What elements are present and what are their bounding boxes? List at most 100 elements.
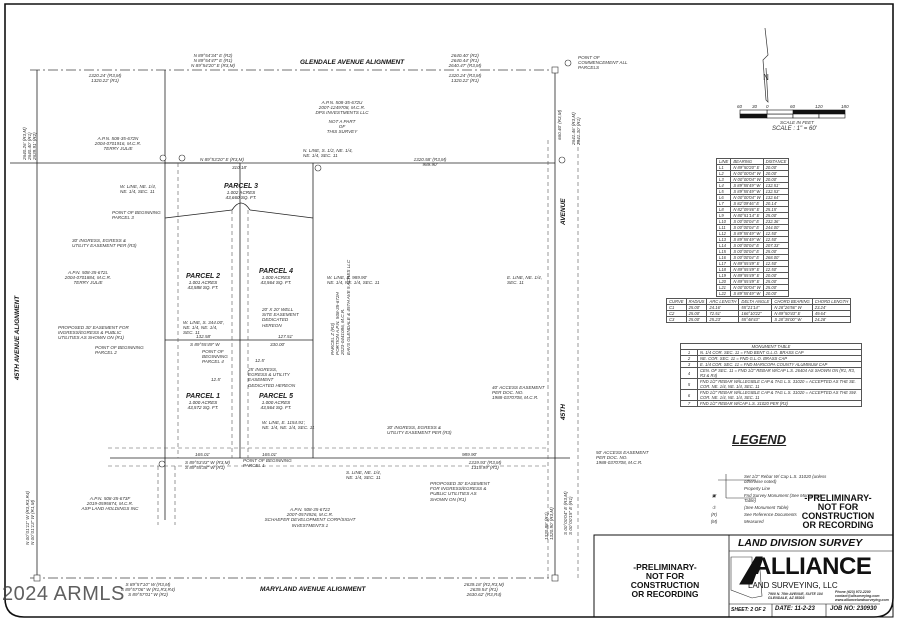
table-cell: S 89°55'49" W bbox=[730, 236, 764, 243]
table-cell: S 00°00'04" E bbox=[730, 224, 764, 231]
legend-symbol: ▣ bbox=[711, 493, 717, 498]
table-cell: S 89°55'49" W bbox=[730, 230, 764, 237]
dim-12-5: 12.5' bbox=[255, 358, 265, 363]
monument-number: 6 bbox=[680, 389, 698, 401]
legend-text: Fnd Survey Monument (See Monument Table) bbox=[744, 493, 821, 503]
table-cell: N 00°00'04" W bbox=[730, 284, 764, 291]
monument-number: 7 bbox=[680, 400, 698, 407]
sec-line-bearing: N 89°53'20" E (R3,M) bbox=[200, 157, 244, 162]
legend-item: (M)Measured bbox=[700, 519, 840, 524]
north-half-distances: 1320.24' (R3,M)1320.22' (R1) bbox=[448, 73, 482, 84]
table-cell: N 89°55'49" E bbox=[730, 272, 764, 279]
job-number: JOB NO: 230930 bbox=[830, 606, 877, 612]
east-upper-dist: 660.40' (R3,M) bbox=[557, 109, 562, 140]
w-line-e2: W. LINE, E. 989.90'NE. 1/4, NE. 1/4, SEC… bbox=[327, 275, 380, 286]
table-header-cell: CURVE bbox=[666, 298, 687, 305]
north-distances: 2640.40' (R2)2640.44' (R1)2640.47' (R3,M… bbox=[448, 53, 482, 69]
legend-text: See Reference Documents bbox=[744, 512, 797, 517]
dim-12-5b: 12.5' bbox=[211, 377, 221, 382]
monument-description: FND 1/2" REBAR W/CAP L.S. 31020 PER (R3) bbox=[697, 400, 862, 407]
table-cell: L22 bbox=[715, 290, 732, 297]
east-lower-dist: 1320.88' (R1)1320.90' (R3,M) bbox=[544, 507, 555, 540]
monument-description: FND 1/2" REBAR W/ILLEGIBLE CAP & TAG L.S… bbox=[697, 378, 862, 390]
table-cell: N 89°50'20" E bbox=[730, 164, 764, 171]
table-cell: N 00°00'04" W bbox=[730, 176, 764, 183]
south-east-dists: 1319.93' (R3,M)1319.99' (R1) bbox=[468, 460, 502, 471]
maryland-label: MARYLAND AVENUE ALIGNMENT bbox=[260, 586, 366, 593]
legend-item: ▣ Fnd Survey Monument (See Monument Table… bbox=[700, 493, 840, 503]
bearing-s-parcel2: S 89°55'49" W bbox=[190, 342, 220, 347]
east-45th-label: 45TH bbox=[560, 404, 567, 420]
easement-30-r3: 30' INGRESS, EGRESS &UTILITY EASEMENT PE… bbox=[387, 425, 452, 436]
sec-line-dist: 310.18' bbox=[232, 165, 247, 170]
legend-symbol bbox=[700, 486, 728, 491]
legend-text: Set 1/2" Rebar W/ Cap L.S. 31020 (unless… bbox=[744, 474, 827, 484]
table-cell: S 00°00'04" E bbox=[730, 248, 764, 255]
table-cell: S 28°35'00" W bbox=[771, 316, 813, 323]
legend-text: Property Line bbox=[744, 486, 771, 491]
east-lower-bearing: S 00°00'04" E (R3,M)S 00°00'15" E (R1) bbox=[563, 491, 574, 535]
title-block-frame bbox=[593, 534, 894, 618]
table-header-cell: RADIUS bbox=[685, 298, 708, 305]
legend-item: Property Line bbox=[700, 486, 840, 491]
west-line-dist: 2640.26' (R3,M)2640.40' (R1)2639.91' (R2… bbox=[22, 127, 38, 160]
s-line-note: S. LINE, NE. 1/4,NE. 1/4, SEC. 11 bbox=[346, 470, 381, 481]
table-cell: N 80°51'14" E bbox=[730, 212, 764, 219]
survey-title: LAND DIVISION SURVEY bbox=[738, 537, 863, 549]
table-cell: 24.28' bbox=[811, 316, 852, 323]
table-header-cell: CHORD BEARING bbox=[771, 298, 813, 305]
table-cell: S 00°00'04" E bbox=[730, 242, 764, 249]
dist-s-parcel4: 330.00' bbox=[270, 342, 285, 347]
legend-symbol: ① bbox=[712, 505, 716, 510]
table-cell: N 89°55'49" E bbox=[730, 278, 764, 285]
45th-avenue-alignment-label: 45TH AVENUE ALIGNMENT bbox=[14, 295, 21, 380]
maryland-dists: 2639.18' (R2,R3,M)2639.54' (R1)2630.62' … bbox=[464, 582, 504, 598]
table-cell: 25.00' bbox=[685, 316, 708, 323]
east-line-dist: 2641.46' (R3,M)2641.30' (R1) bbox=[571, 112, 582, 145]
easement-30: 30' INGRESS, EGRESS &UTILITY EASEMENT PE… bbox=[72, 238, 137, 249]
scale-text: SCALE : 1" = 60' bbox=[772, 126, 817, 132]
table-cell: 20.00' bbox=[762, 290, 790, 297]
legend-item: ①(See Monument Table) bbox=[700, 505, 840, 510]
south-dist-1: 165.01' bbox=[195, 452, 210, 457]
table-header-cell: DISTANCE bbox=[762, 158, 790, 165]
table-cell: S 82°09'46" E bbox=[730, 200, 764, 207]
table-cell: C3 bbox=[666, 316, 687, 323]
legend-text: Measured bbox=[744, 519, 764, 524]
survey-date: DATE: 11-2-23 bbox=[775, 606, 815, 612]
table-cell: N 00°00'04" W bbox=[730, 194, 764, 201]
south-dist-3: 989.90' bbox=[462, 452, 477, 457]
table-cell: N 89°55'49" E bbox=[730, 260, 764, 267]
legend-item: Set 1/2" Rebar W/ Cap L.S. 31020 (unless… bbox=[700, 474, 840, 484]
east-avenue-label: AVENUE bbox=[560, 198, 567, 225]
table-header-cell: CHORD LENGTH bbox=[811, 298, 852, 305]
commencement-note: POINT OF COMMENCEMENT ALL PARCELS bbox=[578, 55, 628, 71]
legend: Set 1/2" Rebar W/ Cap L.S. 31020 (unless… bbox=[700, 474, 840, 526]
legend-item: (R)See Reference Documents bbox=[700, 512, 840, 517]
watermark: 2024 ARMLS bbox=[2, 583, 125, 605]
